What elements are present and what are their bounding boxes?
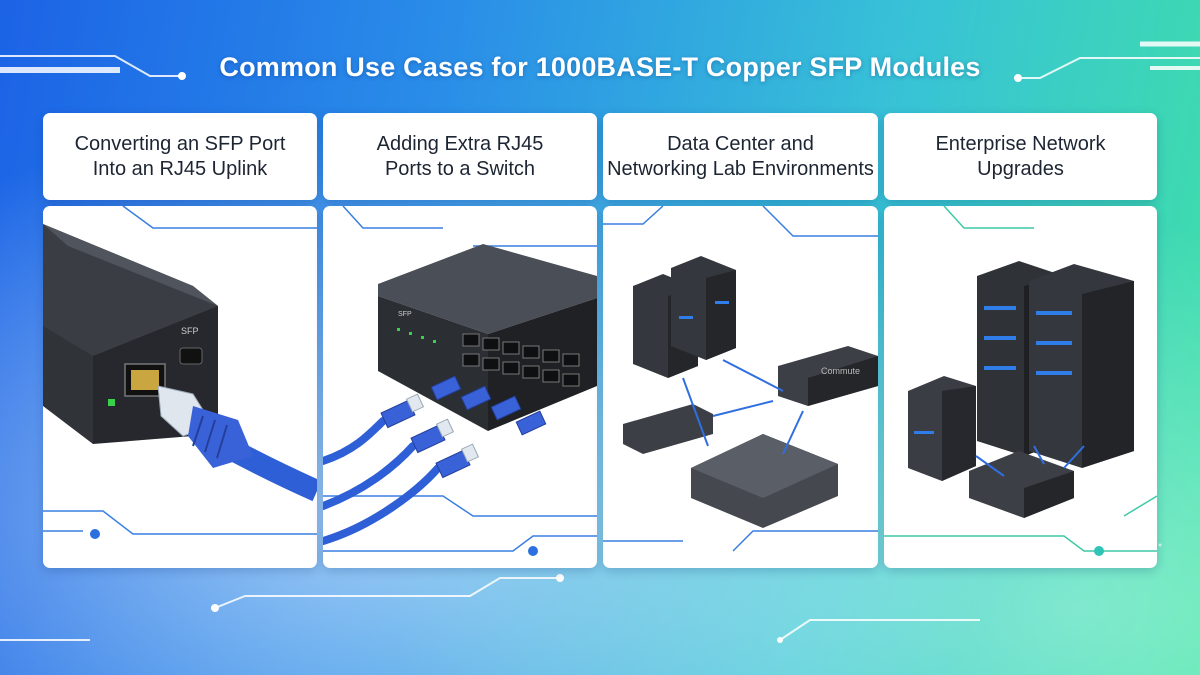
use-case-label-enterprise: Enterprise Network Upgrades [884,113,1157,200]
use-case-label-sfp-port: Converting an SFP Port Into an RJ45 Upli… [43,113,317,200]
switch-label-text: Commute [821,366,860,376]
illustration-enterprise [884,206,1157,568]
adapter-brand-text: SFP [181,326,199,336]
page-title: Common Use Cases for 1000BASE-T Copper S… [219,52,981,82]
illustration-data-center: Commute [603,206,878,568]
use-case-label-extra-ports: Adding Extra RJ45 Ports to a Switch [323,113,597,200]
illustration-switch: SFP [323,206,597,568]
illustration-sfp-adapter: SFP [43,206,317,568]
switch-brand-text: SFP [398,311,412,318]
use-case-label-data-center: Data Center and Networking Lab Environme… [603,113,878,200]
